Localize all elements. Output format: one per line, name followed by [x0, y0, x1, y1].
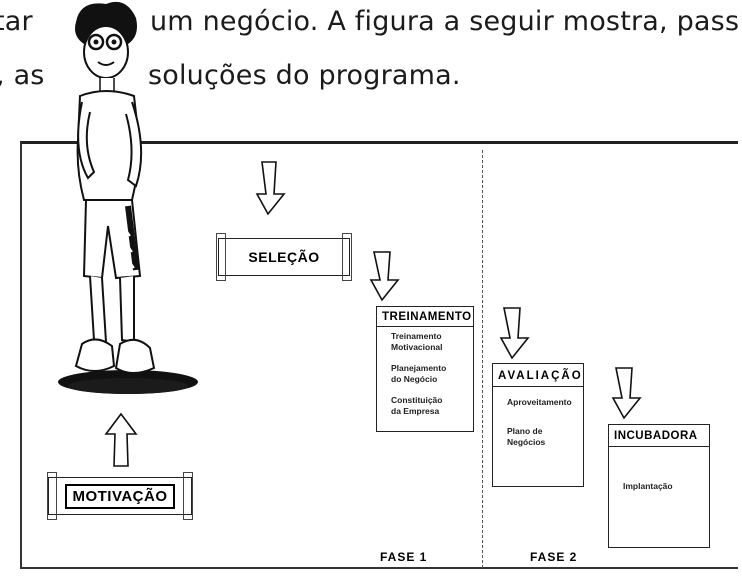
step-item: Treinamento Motivacional — [391, 331, 443, 352]
outline-arrow-icon — [499, 307, 530, 360]
step-item: Constituição da Empresa — [391, 395, 443, 416]
step-title-treinamento: TREINAMENTO — [377, 307, 473, 327]
phase-label-2: FASE 2 — [530, 550, 578, 564]
step-title-incubadora: INCUBADORA — [609, 425, 709, 447]
phase-divider — [482, 150, 483, 568]
step-title-selecao: SELEÇÃO — [248, 249, 320, 265]
phase-label-1: FASE 1 — [380, 550, 428, 564]
step-item: Plano de Negócios — [507, 426, 546, 447]
step-box-incubadora: INCUBADORA Implantação — [608, 424, 710, 548]
intro-text-line2-left: , as — [0, 60, 45, 91]
intro-text-line1-left: tar — [0, 6, 33, 37]
step-title-motivacao: MOTIVAÇÃO — [65, 483, 175, 509]
outline-arrow-icon — [255, 161, 286, 216]
outline-arrow-icon — [104, 412, 138, 467]
step-title-avaliacao: AVALIAÇÃO — [493, 364, 583, 387]
outline-arrow-icon — [611, 367, 642, 420]
cartoon-character-icon — [58, 1, 198, 394]
step-box-motivacao: MOTIVAÇÃO — [47, 472, 193, 520]
step-item: Implantação — [623, 481, 673, 491]
step-box-treinamento: TREINAMENTO Treinamento Motivacional Pla… — [376, 306, 474, 432]
step-item: Planejamento do Negócio — [391, 363, 447, 384]
diagram-frame — [20, 141, 738, 569]
outline-arrow-icon — [369, 251, 400, 302]
step-box-selecao: SELEÇÃO — [216, 233, 352, 281]
intro-text-line1-right: um negócio. A figura a seguir mostra, pa… — [150, 6, 740, 37]
intro-text-line2-right: soluções do programa. — [148, 60, 461, 91]
step-item: Aproveitamento — [507, 397, 572, 407]
step-box-avaliacao: AVALIAÇÃO Aproveitamento Plano de Negóci… — [492, 363, 584, 487]
